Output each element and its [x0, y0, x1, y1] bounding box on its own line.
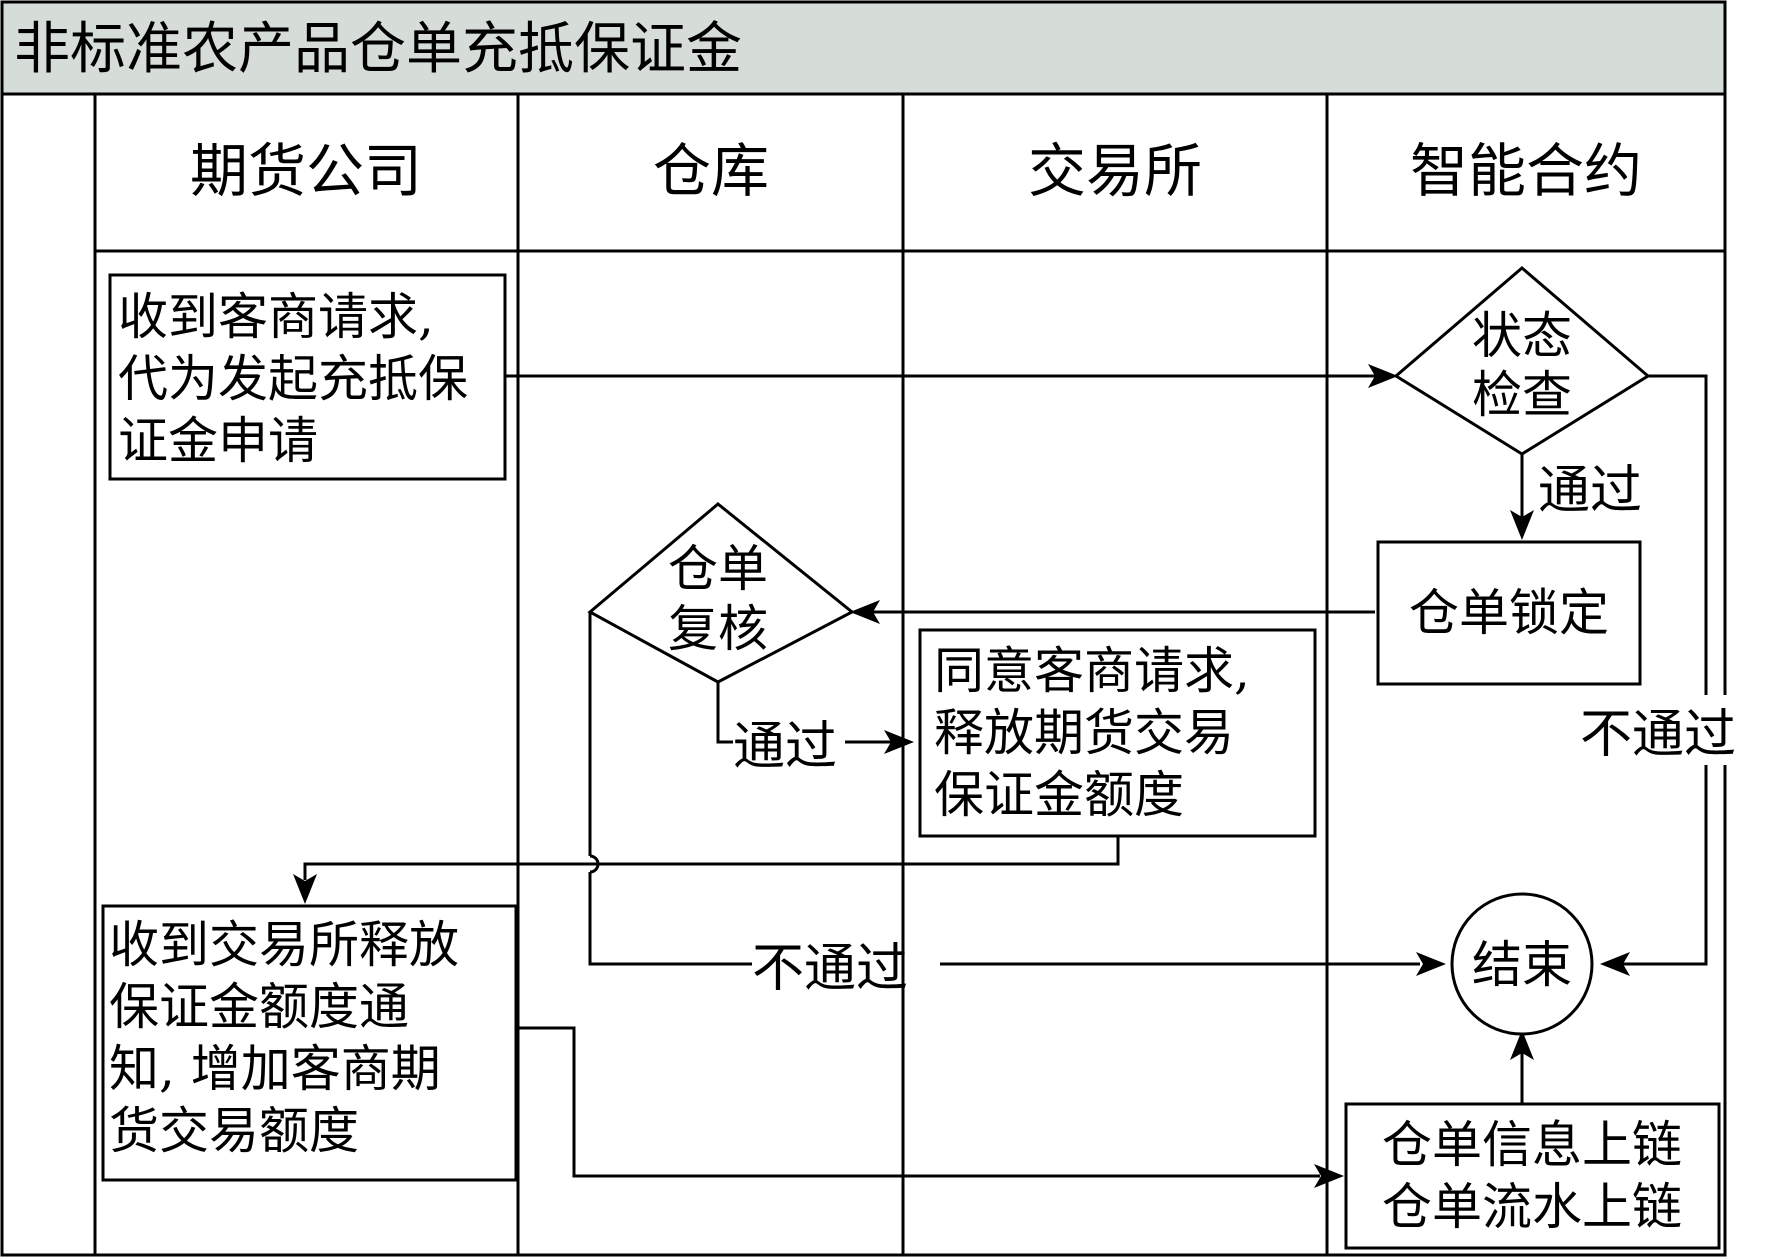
node-notify-line-4: 货交易额度: [109, 1102, 359, 1160]
node-review-line-2: 复核: [668, 600, 768, 658]
edge-label-check-pass: 通过: [1538, 461, 1642, 521]
title-bar: [0, 0, 1727, 96]
node-notify-line-2: 保证金额度通: [109, 978, 409, 1036]
node-notify-line-1: 收到交易所释放: [109, 916, 459, 974]
node-state-check: 状态 检查: [1393, 266, 1651, 456]
node-end-label: 结束: [1472, 936, 1572, 994]
node-state-check-line-2: 检查: [1472, 366, 1572, 424]
lane-header-warehouse: 仓库: [653, 137, 769, 205]
node-review-line-1: 仓单: [668, 540, 768, 598]
diagram-title: 非标准农产品仓单充抵保证金: [14, 17, 742, 82]
node-lock: 仓单锁定: [1376, 540, 1642, 686]
node-review: 仓单 复核: [587, 502, 855, 684]
node-request: 收到客商请求, 代为发起充抵保 证金申请: [108, 273, 507, 481]
edge-label-check-fail: 不通过: [1580, 705, 1736, 765]
node-onchain: 仓单信息上链 仓单流水上链: [1344, 1102, 1721, 1250]
node-approve-line-3: 保证金额度: [934, 766, 1184, 824]
node-notify-line-3: 知, 增加客商期: [109, 1040, 441, 1098]
lane-header-futures-company: 期货公司: [190, 137, 422, 205]
edge-label-review-pass: 通过: [733, 717, 837, 777]
node-onchain-line-2: 仓单流水上链: [1382, 1178, 1682, 1236]
node-onchain-line-1: 仓单信息上链: [1382, 1116, 1682, 1174]
node-request-line-1: 收到客商请求,: [118, 288, 434, 346]
node-end: 结束: [1450, 892, 1594, 1036]
edge-label-review-fail: 不通过: [752, 939, 908, 999]
node-approve: 同意客商请求, 释放期货交易 保证金额度: [918, 628, 1317, 838]
lane-header-smart-contract: 智能合约: [1410, 137, 1642, 205]
swimlane-grid: [0, 92, 1727, 1257]
edge-label-check-fail-bg: [1570, 695, 1770, 765]
node-request-line-3: 证金申请: [118, 412, 318, 470]
node-request-line-2: 代为发起充抵保: [118, 350, 468, 408]
node-state-check-line-1: 状态: [1472, 307, 1572, 365]
node-approve-line-1: 同意客商请求,: [934, 642, 1250, 700]
node-notify: 收到交易所释放 保证金额度通 知, 增加客商期 货交易额度: [101, 904, 518, 1182]
connectors: [293, 364, 1708, 1188]
node-approve-line-2: 释放期货交易: [934, 704, 1234, 762]
lane-header-exchange: 交易所: [1028, 137, 1202, 205]
node-lock-label: 仓单锁定: [1409, 584, 1609, 642]
